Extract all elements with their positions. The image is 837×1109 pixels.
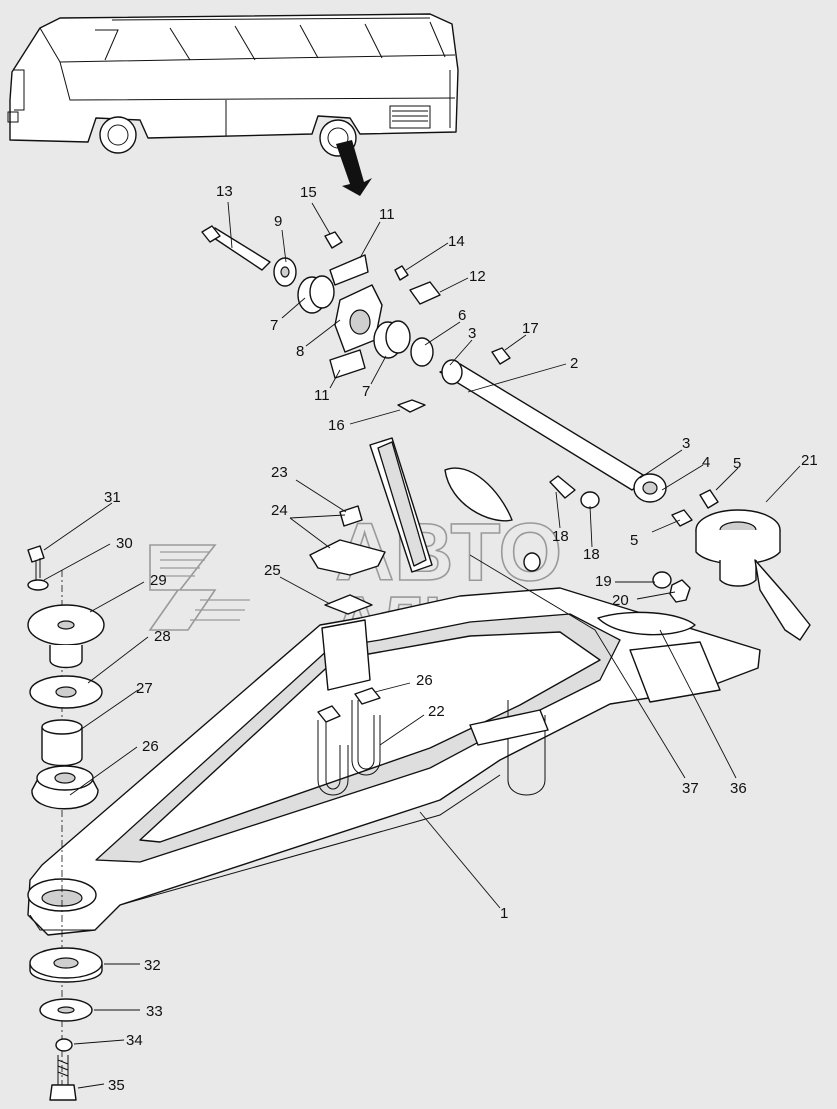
bushing-part-26 — [31, 765, 99, 810]
bolt-part-10 — [201, 225, 271, 271]
block-part-5-a — [699, 489, 719, 509]
callout-5-upper: 5 — [733, 455, 741, 472]
callout-8: 8 — [296, 343, 304, 360]
sleeve-part-27 — [41, 719, 83, 767]
callout-3-upper: 3 — [468, 325, 476, 342]
callout-4: 4 — [702, 454, 710, 471]
washer-part-13 — [394, 265, 409, 281]
view-direction-arrow-icon — [336, 140, 372, 196]
callout-29: 29 — [150, 572, 167, 589]
air-spring-mount-part-20 — [695, 509, 811, 641]
lock-washer-part-34 — [55, 1038, 73, 1052]
callout-27: 27 — [136, 680, 153, 697]
nut-part-19 — [669, 579, 691, 603]
callout-21: 22 — [428, 703, 445, 720]
callout-31: 31 — [104, 489, 121, 506]
washer-part-28-hole — [55, 686, 77, 698]
bolt-part-35 — [49, 1055, 77, 1101]
bolt-part-17 — [549, 475, 576, 499]
callout-18-lower: 19 — [595, 573, 612, 590]
callout-10: 13 — [216, 183, 233, 200]
callout-30: 30 — [116, 535, 133, 552]
nut-part-14 — [324, 231, 343, 249]
block-part-5-b — [671, 509, 693, 527]
rod-part-2 — [439, 359, 667, 503]
shim-part-25-b — [354, 687, 381, 705]
bracket-plate-inner — [377, 441, 427, 567]
callout-20: 21 — [801, 452, 818, 469]
bracket-part-8-hole — [349, 309, 371, 335]
callout-19: 20 — [612, 592, 629, 609]
nut-part-22 — [339, 505, 363, 527]
washer-part-18-lower — [652, 571, 672, 589]
callout-14: 15 — [300, 184, 317, 201]
callout-13: 14 — [448, 233, 465, 250]
washer-part-6 — [410, 337, 434, 367]
callout-11-bottom: 11 — [314, 387, 330, 404]
callout-3-lower: 3 — [682, 435, 690, 452]
callout-37: 37 — [682, 780, 699, 797]
shim-part-25-a — [317, 705, 341, 723]
callout-18-upper: 18 — [583, 546, 600, 563]
u-bolts-part-21 — [317, 700, 546, 796]
callout-28: 28 — [154, 628, 171, 645]
callout-35: 35 — [108, 1077, 125, 1094]
callout-15: 16 — [328, 417, 345, 434]
callout-34: 34 — [126, 1032, 143, 1049]
plate-part-11-lower — [329, 349, 366, 379]
callout-17: 18 — [552, 528, 569, 545]
callout-1: 1 — [500, 905, 508, 922]
callout-9: 9 — [274, 213, 282, 230]
bolt-part-15 — [397, 399, 426, 413]
callout-24: 25 — [264, 562, 281, 579]
callout-16: 17 — [522, 320, 539, 337]
callout-36: 36 — [730, 780, 747, 797]
callout-25: 26 — [416, 672, 433, 689]
plate-part-24 — [324, 594, 373, 615]
washer-part-30 — [27, 579, 49, 591]
callout-22: 23 — [271, 464, 288, 481]
leader-lines — [43, 201, 801, 1089]
bus-outline-icon — [7, 13, 459, 157]
mount-part-29 — [27, 604, 105, 669]
bump-stop-part-36 — [597, 611, 696, 636]
plate-part-23 — [309, 539, 386, 576]
washer-part-33-hole — [57, 1006, 75, 1014]
nut-part-16 — [491, 347, 511, 365]
spring-washer — [523, 552, 541, 572]
callout-23: 24 — [271, 502, 288, 519]
bolt-part-31 — [27, 545, 45, 580]
callout-5-lower: 5 — [630, 532, 638, 549]
callout-11-top: 11 — [379, 206, 395, 223]
washer-part-9-hole — [280, 266, 290, 278]
bushing-part-7-b — [373, 320, 411, 359]
callout-2: 2 — [570, 355, 578, 372]
callout-labels: 13 9 15 11 14 12 7 8 11 7 6 3 17 2 16 3 … — [104, 183, 818, 1094]
callout-7-left: 7 — [270, 317, 278, 334]
callout-12: 12 — [469, 268, 486, 285]
callout-6: 6 — [458, 307, 466, 324]
plate-part-11-upper — [329, 254, 369, 286]
callout-32: 32 — [144, 957, 161, 974]
callout-7-right: 7 — [362, 383, 370, 400]
callout-33: 33 — [146, 1003, 163, 1020]
clamp-plate — [469, 709, 549, 746]
washer-part-18-upper — [580, 491, 600, 509]
washer-part-32 — [29, 947, 103, 983]
callout-26: 26 — [142, 738, 159, 755]
bolt-part-12 — [409, 281, 441, 305]
a-frame-arm — [27, 587, 761, 936]
bushing-part-7-a — [297, 275, 335, 314]
bump-stop-upper — [444, 467, 513, 522]
